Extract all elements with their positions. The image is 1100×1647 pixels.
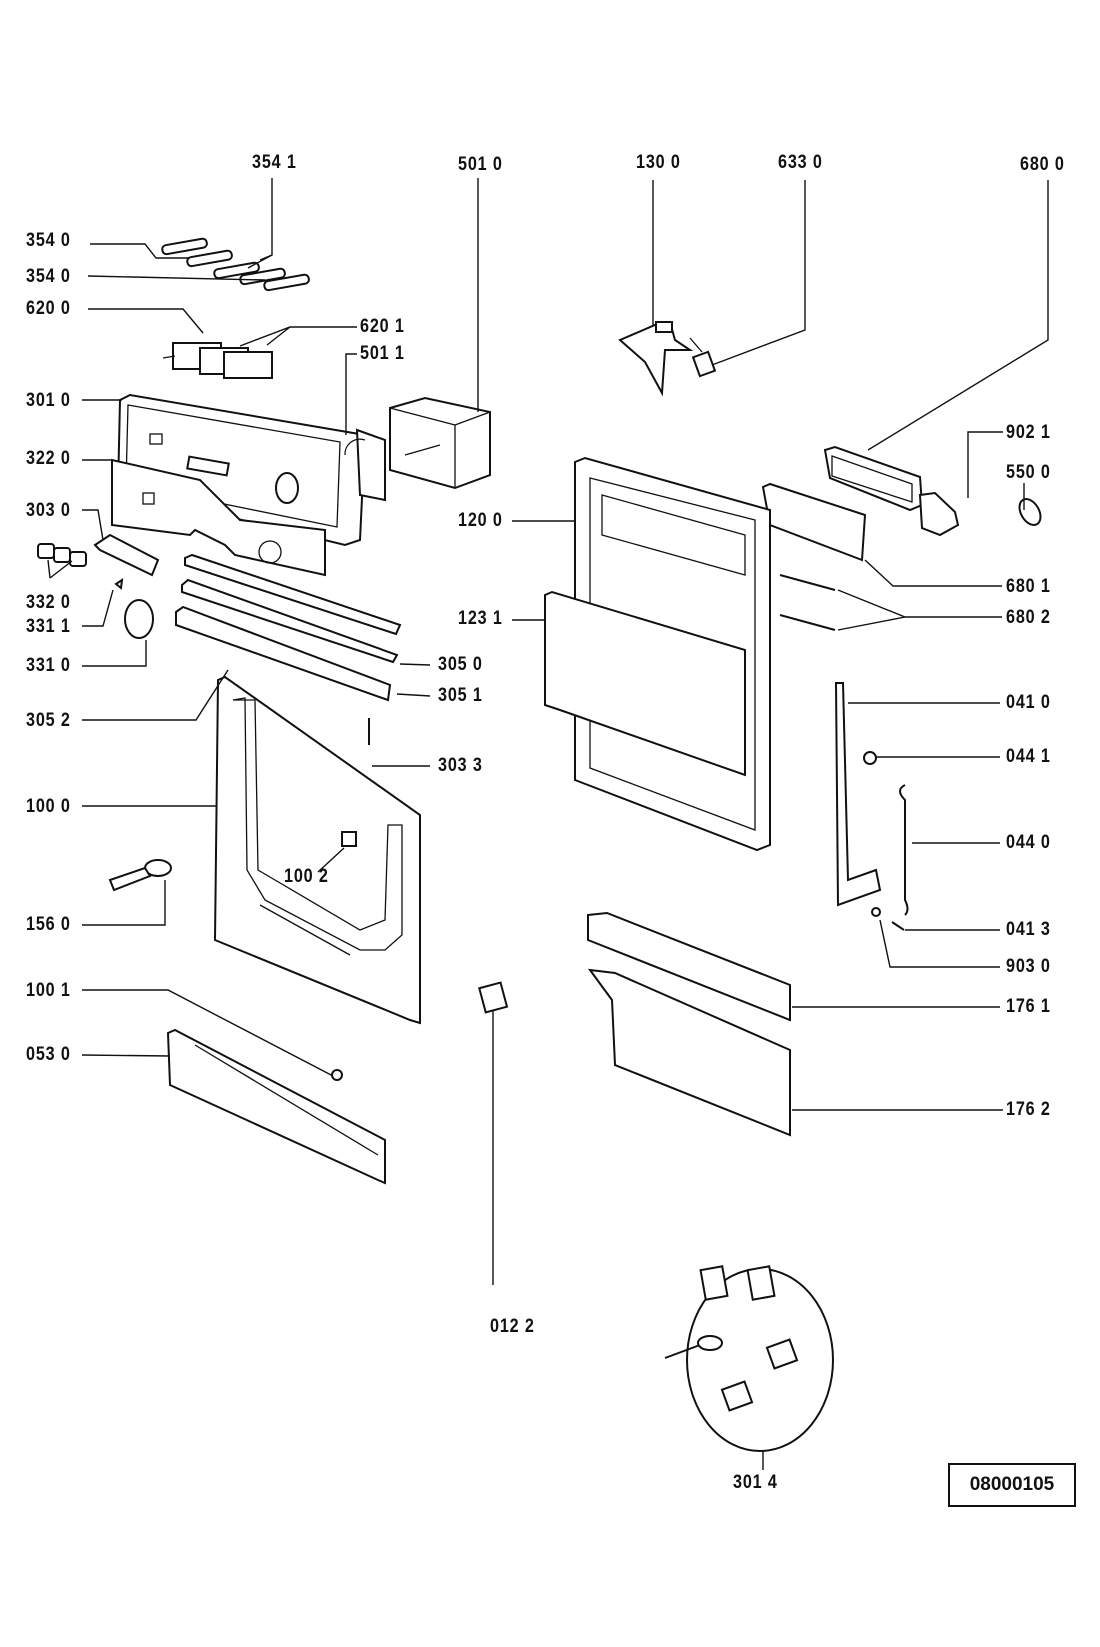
part-044-spring [899,784,909,916]
callout-332-0: 332 0 [26,592,71,613]
callout-903-0: 903 0 [1006,956,1051,977]
callout-100-2: 100 2 [284,866,329,887]
part-100-2-lock [341,831,357,847]
callout-331-0: 331 0 [26,655,71,676]
part-041-3-screw [891,921,905,931]
reference-number: 08000105 [969,1474,1055,1495]
leader-lines [47,178,1049,1470]
callout-053-0: 053 0 [26,1044,71,1065]
part-301-control-panel [116,393,367,547]
callout-550-0: 550 0 [1006,462,1051,483]
part-100-1-screw [331,1069,343,1081]
callout-120-0: 120 0 [458,510,503,531]
part-301-4-kit [664,1265,834,1452]
callout-620-0: 620 0 [26,298,71,319]
callout-176-1: 176 1 [1006,996,1051,1017]
callout-680-2: 680 2 [1006,607,1051,628]
callout-322-0: 322 0 [26,448,71,469]
part-620-switches [162,342,273,379]
part-501-0-programmer [389,396,491,490]
part-176-strips [587,911,791,1137]
callout-044-1: 044 1 [1006,746,1051,767]
part-902-bracket [918,491,960,537]
callout-354-0-a: 354 0 [26,230,71,251]
callout-100-0: 100 0 [26,796,71,817]
callout-303-3: 303 3 [438,755,483,776]
callout-305-2: 305 2 [26,710,71,731]
callout-041-3: 041 3 [1006,919,1051,940]
part-012-bracket [478,981,509,1014]
callout-130-0: 130 0 [636,152,681,173]
part-550-fitting [1018,498,1042,526]
part-633-switch [689,337,717,378]
callout-305-1: 305 1 [438,685,483,706]
callout-156-0: 156 0 [26,914,71,935]
callout-301-0: 301 0 [26,390,71,411]
part-044-1-pivot [863,751,877,765]
part-332-keys [37,543,87,567]
callout-633-0: 633 0 [778,152,823,173]
part-903-washer [871,907,881,917]
part-331-knob [114,577,154,639]
callout-041-0: 041 0 [1006,692,1051,713]
callout-176-2: 176 2 [1006,1099,1051,1120]
callout-902-1: 902 1 [1006,422,1051,443]
part-501-1-bracket [344,428,386,502]
callout-012-2: 012 2 [490,1316,535,1337]
callout-680-1: 680 1 [1006,576,1051,597]
part-123-cover [544,590,746,777]
callout-354-0-b: 354 0 [26,266,71,287]
part-305-strips [175,553,402,702]
part-680-1-gasket [761,482,867,562]
part-053-plinth [166,1028,386,1185]
part-354-connectors [161,237,310,292]
callout-331-1: 331 1 [26,616,71,637]
part-041-arm [834,682,882,907]
reference-number-box: 08000105 [948,1463,1076,1507]
part-303-handle [93,533,160,577]
part-130-latch [618,320,694,397]
callout-501-1: 501 1 [360,343,405,364]
callout-354-1: 354 1 [252,152,297,173]
callout-100-1: 100 1 [26,980,71,1001]
callout-620-1: 620 1 [360,316,405,337]
callout-305-0: 305 0 [438,654,483,675]
part-100-outer-door [213,675,421,1025]
part-680-2-rods [779,574,836,631]
part-156-hinge [108,859,172,892]
callout-303-0: 303 0 [26,500,71,521]
callout-501-0: 501 0 [458,154,503,175]
part-680-dispenser [823,445,924,512]
part-322-panel [111,458,326,577]
callout-680-0: 680 0 [1020,154,1065,175]
callout-301-4: 301 4 [733,1472,778,1493]
callout-044-0: 044 0 [1006,832,1051,853]
callout-123-1: 123 1 [458,608,503,629]
